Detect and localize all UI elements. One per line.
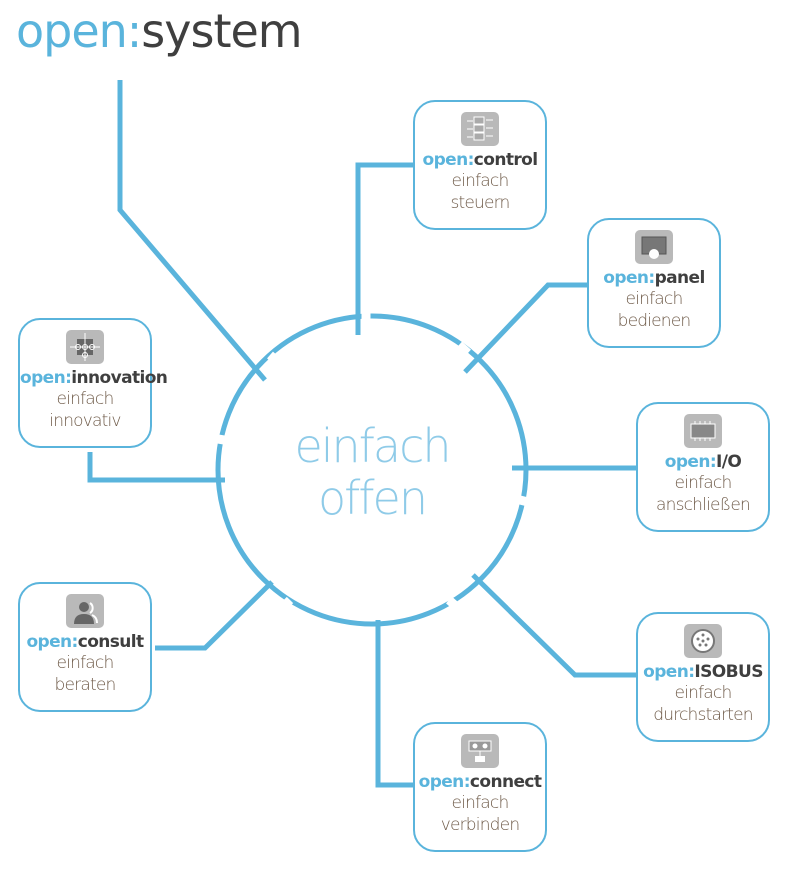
control-icon	[461, 112, 499, 146]
connect-icon	[461, 734, 499, 768]
line-panel	[463, 282, 588, 374]
center-text: einfach offen	[294, 419, 451, 525]
line-consult	[155, 580, 274, 651]
logo: open:system	[16, 4, 303, 58]
innovation-icon	[66, 330, 104, 364]
node-control[interactable]: open:control einfach steuern	[413, 100, 547, 230]
line-connect	[375, 620, 414, 788]
panel-icon	[635, 230, 673, 264]
node-isobus[interactable]: open:ISOBUS einfach durchstarten	[636, 612, 770, 742]
io-icon	[684, 414, 722, 448]
line-isobus	[471, 573, 637, 678]
node-connect[interactable]: open:connect einfach verbinden	[413, 722, 547, 852]
node-panel[interactable]: open:panel einfach bedienen	[587, 218, 721, 348]
line-innovation	[87, 452, 225, 483]
line-system	[117, 80, 267, 382]
node-innovation[interactable]: open:innovation einfach innovativ	[18, 318, 168, 448]
isobus-icon	[684, 624, 722, 658]
node-io[interactable]: open:I/O einfach anschließen	[636, 402, 770, 532]
node-consult[interactable]: open:consult einfach beraten	[18, 582, 152, 712]
line-control	[355, 162, 414, 335]
consult-icon	[66, 594, 104, 628]
